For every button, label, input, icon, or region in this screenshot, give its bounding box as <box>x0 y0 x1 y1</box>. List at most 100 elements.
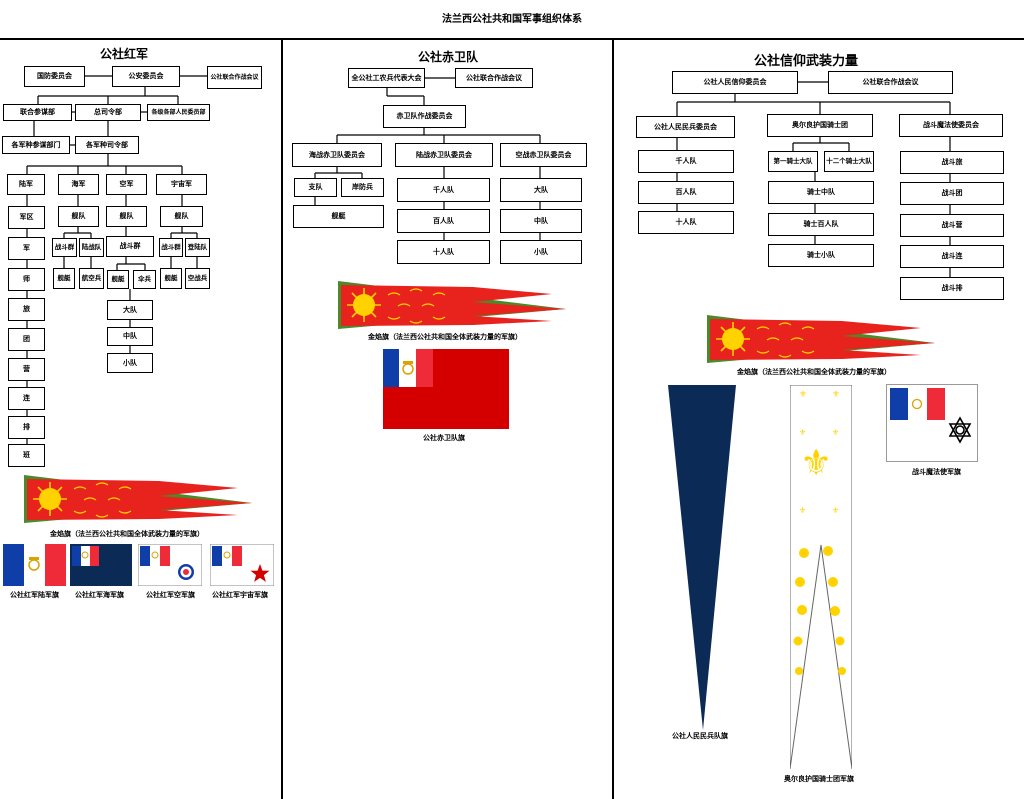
joint-staff-box: 联合参谋部 <box>3 104 72 121</box>
peoples-committees-box: 各级各部人民委员部 <box>147 104 210 121</box>
column-divider-2 <box>612 38 614 799</box>
army-air-flag-caption: 公社红军空军旗 <box>146 591 195 599</box>
rg-coastal-box: 岸防兵 <box>341 178 384 197</box>
golden-flame-banner-red-guard <box>338 281 566 329</box>
faith-joint-council-box: 公社联合作战会议 <box>828 71 953 94</box>
general-command-box: 总司令部 <box>75 104 141 121</box>
branch-air-box: 空军 <box>106 174 147 195</box>
twelve-knight-battalions-box: 十二个骑士大队 <box>824 151 874 172</box>
knights-order-box: 奥尔良护国骑士团 <box>767 114 873 137</box>
mages-committee-box: 战斗魔法使委员会 <box>899 114 1003 137</box>
army-navy-flag-caption: 公社红军海军旗 <box>75 591 124 599</box>
rg-land-unit-box: 千人队 <box>397 178 490 202</box>
knight-unit-box: 骑士中队 <box>768 181 874 204</box>
svg-text:⚜: ⚜ <box>799 506 806 515</box>
militia-pennant <box>668 385 736 730</box>
national-defense-committee-box: 国防委员会 <box>24 66 85 87</box>
land-unit-box: 军 <box>8 237 45 260</box>
land-unit-box: 排 <box>8 416 45 439</box>
mage-unit-box: 战斗排 <box>900 277 1004 300</box>
mage-unit-box: 战斗连 <box>900 245 1004 268</box>
militia-flag-caption: 公社人民民兵队旗 <box>672 732 728 740</box>
land-unit-box: 师 <box>8 268 45 291</box>
golden-flame-banner-faith <box>707 315 935 363</box>
land-unit-box: 营 <box>8 358 45 381</box>
first-knight-battalion-box: 第一骑士大队 <box>768 151 818 172</box>
space-battlegroup-box: 战斗群 <box>159 238 183 257</box>
congress-box: 全公社工农兵代表大会 <box>348 68 425 88</box>
rg-banner-caption: 金焰旗（法兰西公社共和国全体武装力量的军旗） <box>368 333 522 341</box>
svg-text:⚜: ⚜ <box>832 428 839 437</box>
army-heading: 公社红军 <box>100 47 149 61</box>
navy-marines-box: 陆战队 <box>79 238 104 257</box>
air-unit-box: 大队 <box>107 300 153 320</box>
red-guard-flag-caption: 公社赤卫队旗 <box>423 434 465 442</box>
army-banner-caption: 金焰旗（法兰西公社共和国全体武装力量的军旗） <box>50 530 204 538</box>
svg-text:⚜: ⚜ <box>832 390 840 400</box>
knights-banner: ⚜⚜ ⚜⚜ ⚜ ⚜⚜ <box>790 385 852 770</box>
rg-detachment-box: 支队 <box>294 178 337 197</box>
army-air-flag <box>138 544 202 586</box>
navy-aviation-box: 航空兵 <box>79 268 104 289</box>
space-fighters-box: 空战兵 <box>185 268 210 289</box>
air-paratroopers-box: 伞兵 <box>133 270 156 289</box>
svg-text:⚜: ⚜ <box>799 390 807 400</box>
space-ships-box: 舰艇 <box>160 268 182 289</box>
service-command-box: 各军种司令部 <box>75 136 139 154</box>
svg-text:⚜: ⚜ <box>800 443 832 484</box>
air-battlegroup-box: 战斗群 <box>106 236 154 257</box>
space-landing-box: 登陆队 <box>185 238 210 257</box>
navy-battlegroup-box: 战斗群 <box>52 238 77 257</box>
svg-text:⚜: ⚜ <box>832 506 839 515</box>
mage-unit-box: 战斗旅 <box>900 151 1004 174</box>
service-staff-box: 各军种参谋部门 <box>2 136 70 154</box>
red-guard-heading: 公社赤卫队 <box>418 50 479 64</box>
air-unit-box: 中队 <box>107 327 153 346</box>
rg-air-box: 空战赤卫队委员会 <box>500 143 587 167</box>
militia-unit-box: 百人队 <box>638 181 734 204</box>
army-land-flag-caption: 公社红军陆军旗 <box>10 591 59 599</box>
army-space-flag-caption: 公社红军宇宙军旗 <box>212 591 268 599</box>
air-fleet-box: 舰队 <box>106 206 147 227</box>
land-unit-box: 军区 <box>8 206 45 229</box>
red-guard-flag <box>383 349 509 429</box>
rg-air-unit-box: 中队 <box>500 209 582 233</box>
army-space-flag <box>210 544 274 586</box>
army-navy-flag <box>70 544 132 586</box>
svg-text:⚜: ⚜ <box>799 428 806 437</box>
rg-sea-box: 海战赤卫队委员会 <box>292 143 382 167</box>
branch-space-box: 宇宙军 <box>156 174 207 195</box>
militia-committee-box: 公社人民民兵委员会 <box>636 116 735 138</box>
mage-flag-caption: 战斗魔法使军旗 <box>912 468 961 476</box>
land-unit-box: 团 <box>8 328 45 351</box>
rg-air-unit-box: 小队 <box>500 240 582 264</box>
faith-banner-caption: 金焰旗（法兰西公社共和国全体武装力量的军旗） <box>737 368 891 376</box>
peoples-faith-committee-box: 公社人民信仰委员会 <box>672 71 798 94</box>
army-land-flag <box>3 544 66 586</box>
branch-land-box: 陆军 <box>7 174 45 195</box>
knights-flag-caption: 奥尔良护国骑士团军旗 <box>784 775 854 783</box>
militia-unit-box: 千人队 <box>638 150 734 173</box>
rg-land-box: 陆战赤卫队委员会 <box>395 143 493 167</box>
air-unit-box: 小队 <box>107 353 153 373</box>
knight-unit-box: 骑士百人队 <box>768 213 874 236</box>
rg-committee-box: 赤卫队作战委员会 <box>383 105 466 128</box>
rg-joint-council-box: 公社联合作战会议 <box>455 68 533 88</box>
rg-ships-box: 舰艇 <box>293 205 384 228</box>
top-rule <box>0 38 1024 40</box>
rg-land-unit-box: 百人队 <box>397 209 490 233</box>
mage-flag <box>886 384 978 462</box>
mage-unit-box: 战斗营 <box>900 214 1004 237</box>
navy-ships-box: 舰艇 <box>53 268 75 289</box>
page-title: 法兰西公社共和国军事组织体系 <box>442 14 582 25</box>
army-joint-council-box: 公社联合作战会议 <box>207 66 262 89</box>
knight-unit-box: 骑士小队 <box>768 244 874 267</box>
golden-flame-banner-army <box>24 475 252 523</box>
land-unit-box: 旅 <box>8 298 45 321</box>
militia-unit-box: 十人队 <box>638 211 734 234</box>
public-security-committee-box: 公安委员会 <box>112 66 180 87</box>
air-ships-box: 舰艇 <box>107 270 129 289</box>
space-fleet-box: 舰队 <box>160 206 203 227</box>
branch-navy-box: 海军 <box>58 174 99 195</box>
land-unit-box: 连 <box>8 387 45 410</box>
